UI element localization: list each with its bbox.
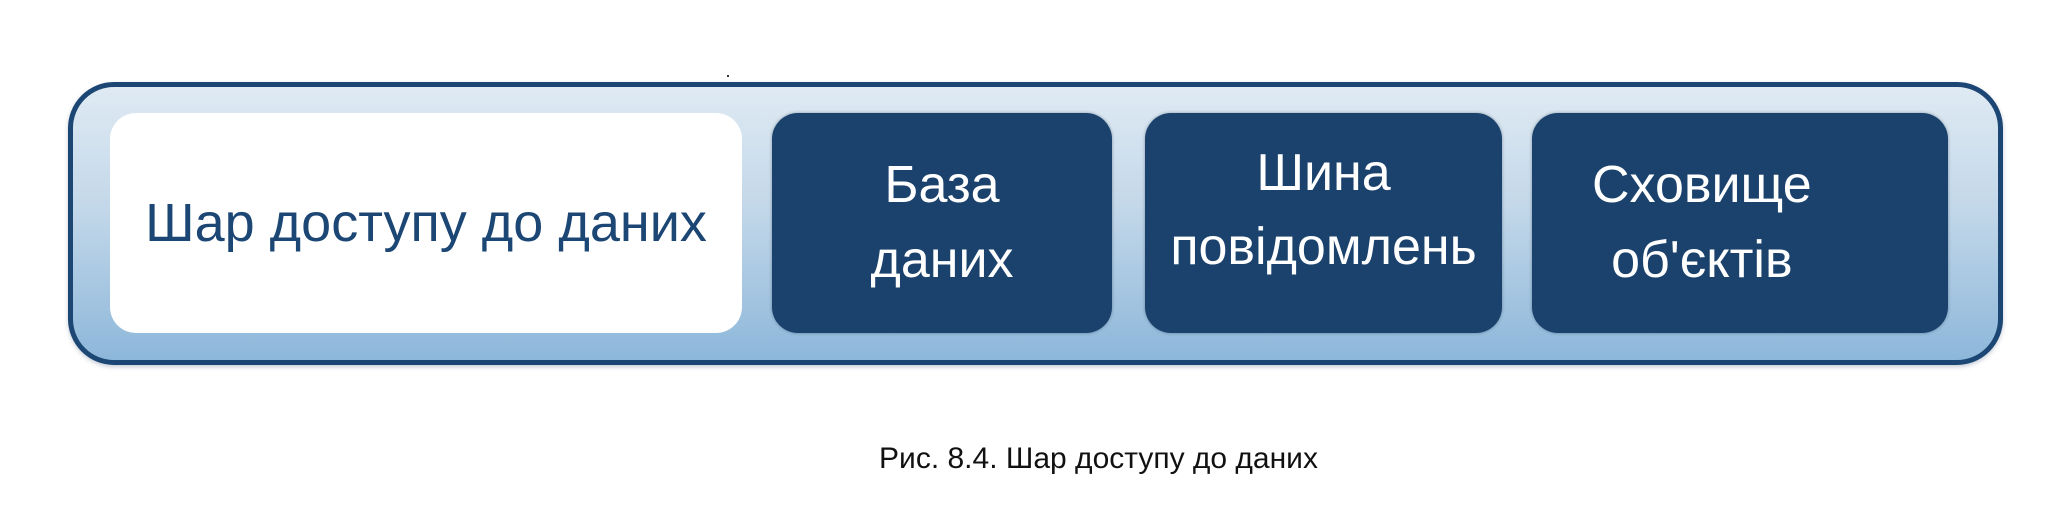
message-bus-label-line-2: повідомлень [1170,217,1477,276]
message-bus-box: Шина повідомлень [1145,113,1502,333]
database-label-line-2: даних [870,231,1014,289]
object-storage-label-line-2: об'єктів [1611,231,1793,289]
database-box: База даних [772,113,1112,333]
stray-dot [727,75,729,77]
data-access-layer-box: Шар доступу до даних [110,113,742,333]
database-label-line-1: База [884,155,1000,214]
object-storage-box: Сховище об'єктів [1532,113,1948,333]
data-access-layer-label: Шар доступу до даних [145,192,707,253]
message-bus-label-line-1: Шина [1256,144,1391,202]
object-storage-label-line-1: Сховище [1592,155,1812,214]
figure-caption: Рис. 8.4. Шар доступу до даних [879,442,1318,475]
